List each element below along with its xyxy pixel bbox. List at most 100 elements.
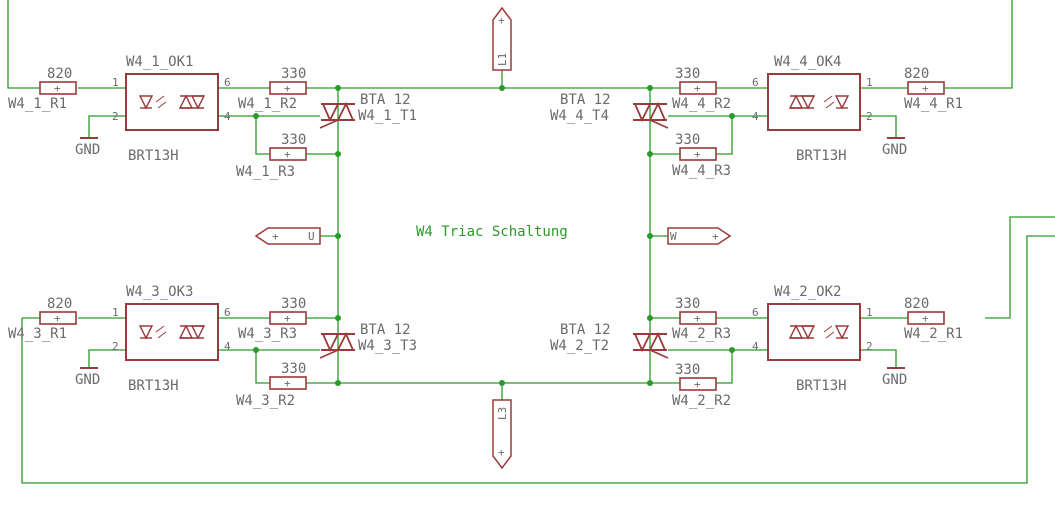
ports [254,6,732,470]
gnd-symbol: GND [882,137,907,158]
r-gate-value: 330 [281,66,306,82]
channels: +820W4_1_R11264GNDW4_1_OK1BRT13H+330W4_1… [8,54,963,409]
opto-name: W4_3_OK3 [126,284,193,300]
resistor-r-par [269,376,307,390]
r-in-name: W4_3_R1 [8,326,67,342]
triac [319,331,355,359]
junctions [253,85,735,386]
r-par-name: W4_2_R2 [672,393,731,409]
port-l1-label: L1 [496,53,509,66]
r-par-name: W4_3_R2 [236,393,295,409]
gnd-symbol-label: GND [882,142,907,158]
pin-6: 6 [752,306,759,319]
pin-4: 4 [224,110,231,123]
resistor-r-in-plus: + [54,312,61,325]
r-gate-name: W4_2_R3 [672,326,731,342]
gnd-symbol: GND [75,137,100,158]
opto-name: W4_2_OK2 [774,284,841,300]
triac-type: BTA 12 [360,92,411,108]
optocoupler [767,303,861,361]
r-in-name: W4_1_R1 [8,96,67,112]
resistor-r-gate [269,81,307,95]
resistor-r-par [269,147,307,161]
port-u-label: U [308,230,315,243]
port-u-shape [254,227,321,245]
r-par-value: 330 [281,132,306,148]
port-w-plus: + [712,230,719,243]
channel-ch2: BTA 12W4_2_T2+330W4_2_R3+330W4_2_R26412W… [550,284,963,409]
opto-name: W4_1_OK1 [126,54,193,70]
r-par-value: 330 [675,362,700,378]
pin-6: 6 [224,76,231,89]
triac-type: BTA 12 [360,322,411,338]
pin-1: 1 [112,76,119,89]
r-gate-name: W4_4_R2 [672,96,731,112]
pin-4: 4 [224,340,231,353]
resistor-r-gate-plus: + [694,82,701,95]
pin-6: 6 [752,76,759,89]
r-in-name: W4_4_R1 [904,96,963,112]
pin-2: 2 [866,340,873,353]
r-in-value: 820 [904,296,929,312]
opto-name: W4_4_OK4 [774,54,841,70]
port-l3-label: L3 [496,407,509,420]
resistor-r-in-plus: + [922,82,929,95]
triac-name: W4_2_T2 [550,338,609,354]
port-l3-plus: + [498,446,505,459]
pin-1: 1 [112,306,119,319]
pin-4: 4 [752,340,759,353]
resistor-r-par-plus: + [694,148,701,161]
resistor-r-par-plus: + [284,148,291,161]
triac [319,101,355,129]
triac-type: BTA 12 [560,92,611,108]
r-par-name: W4_4_R3 [672,163,731,179]
resistor-r-gate [679,81,717,95]
schematic-title: W4 Triac Schaltung [416,224,568,240]
resistor-r-in [907,311,945,325]
resistor-r-gate [269,311,307,325]
resistor-r-in [907,81,945,95]
resistor-r-gate-plus: + [284,82,291,95]
channel-ch4: BTA 12W4_4_T4+330W4_4_R2+330W4_4_R36412W… [550,54,963,179]
channel-ch3: +820W4_3_R11264GNDW4_3_OK3BRT13H+330W4_3… [8,284,417,409]
port-l3-shape [492,399,512,470]
r-gate-value: 330 [281,296,306,312]
opto-type: BRT13H [796,378,847,394]
pin-2: 2 [112,110,119,123]
opto-type: BRT13H [128,148,179,164]
resistor-r-in-plus: + [54,82,61,95]
optocoupler [125,73,219,131]
opto-type: BRT13H [796,148,847,164]
pin-1: 1 [866,76,873,89]
r-gate-value: 330 [675,296,700,312]
resistor-r-in [39,81,77,95]
triac-name: W4_1_T1 [358,108,417,124]
pin-1: 1 [866,306,873,319]
r-in-value: 820 [904,66,929,82]
optocoupler [767,73,861,131]
resistor-r-gate [679,311,717,325]
triac [633,331,669,359]
pin-2: 2 [112,340,119,353]
gnd-symbol-label: GND [75,372,100,388]
channel-ch1: +820W4_1_R11264GNDW4_1_OK1BRT13H+330W4_1… [8,54,417,180]
pin-6: 6 [224,306,231,319]
resistor-r-in-plus: + [922,312,929,325]
r-par-value: 330 [281,361,306,377]
r-gate-value: 330 [675,66,700,82]
triac-type: BTA 12 [560,322,611,338]
optocoupler [125,303,219,361]
gnd-symbol-label: GND [75,142,100,158]
pin-4: 4 [752,110,759,123]
r-in-value: 820 [47,66,72,82]
resistor-r-par [679,377,717,391]
port-w-label: W [670,230,677,243]
r-gate-name: W4_1_R2 [238,96,297,112]
resistor-r-par-plus: + [694,378,701,391]
r-par-value: 330 [675,132,700,148]
pin-2: 2 [866,110,873,123]
r-gate-name: W4_3_R3 [238,326,297,342]
port-l1-plus: + [498,14,505,27]
port-u-plus: + [272,230,279,243]
r-in-name: W4_2_R1 [904,326,963,342]
